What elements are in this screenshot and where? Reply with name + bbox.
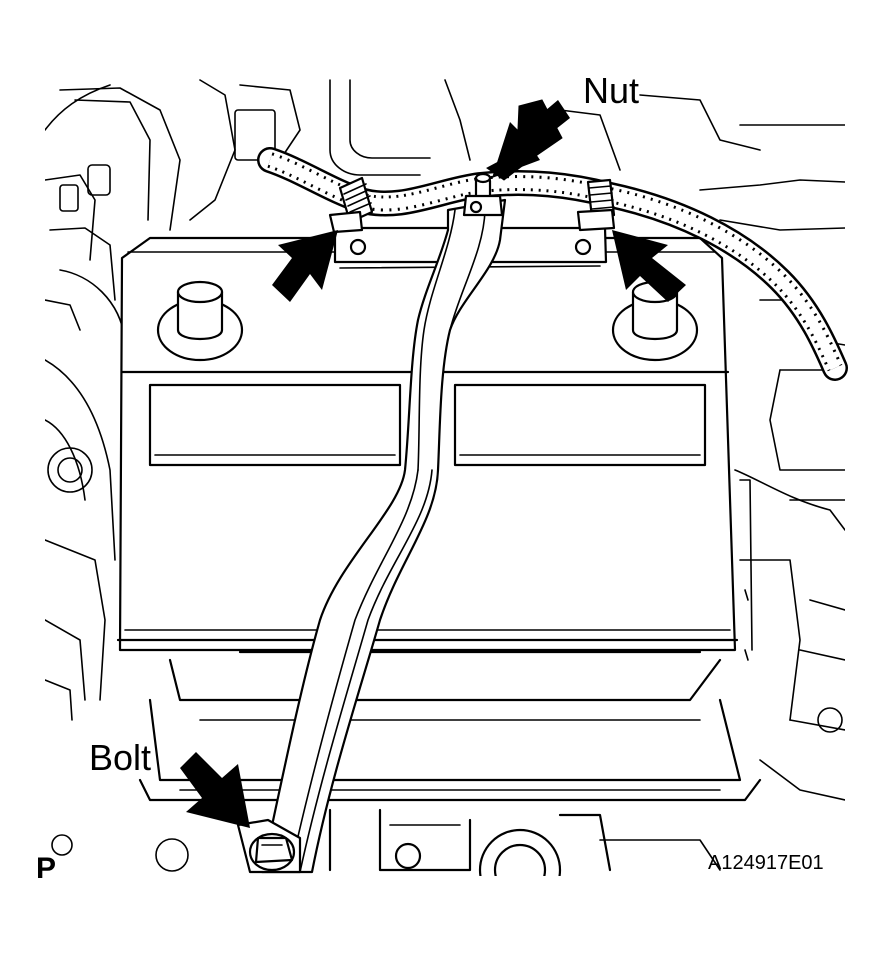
bolt-arrow [180, 752, 250, 828]
right-clamp-arrow [612, 230, 686, 302]
background-components [45, 79, 845, 801]
figure-code: A124917E01 [708, 852, 824, 874]
bolt-label: Bolt [89, 737, 152, 778]
left-harness-clamp [328, 176, 374, 234]
right-harness-clamp [576, 178, 616, 232]
view-label: P [36, 852, 57, 885]
nut-label: Nut [583, 70, 640, 111]
battery-tray [51, 658, 762, 876]
left-clamp-arrow [272, 230, 338, 302]
negative-terminal [156, 280, 244, 362]
nut-arrow [486, 99, 570, 181]
bolt [236, 818, 302, 874]
nut [462, 172, 504, 217]
